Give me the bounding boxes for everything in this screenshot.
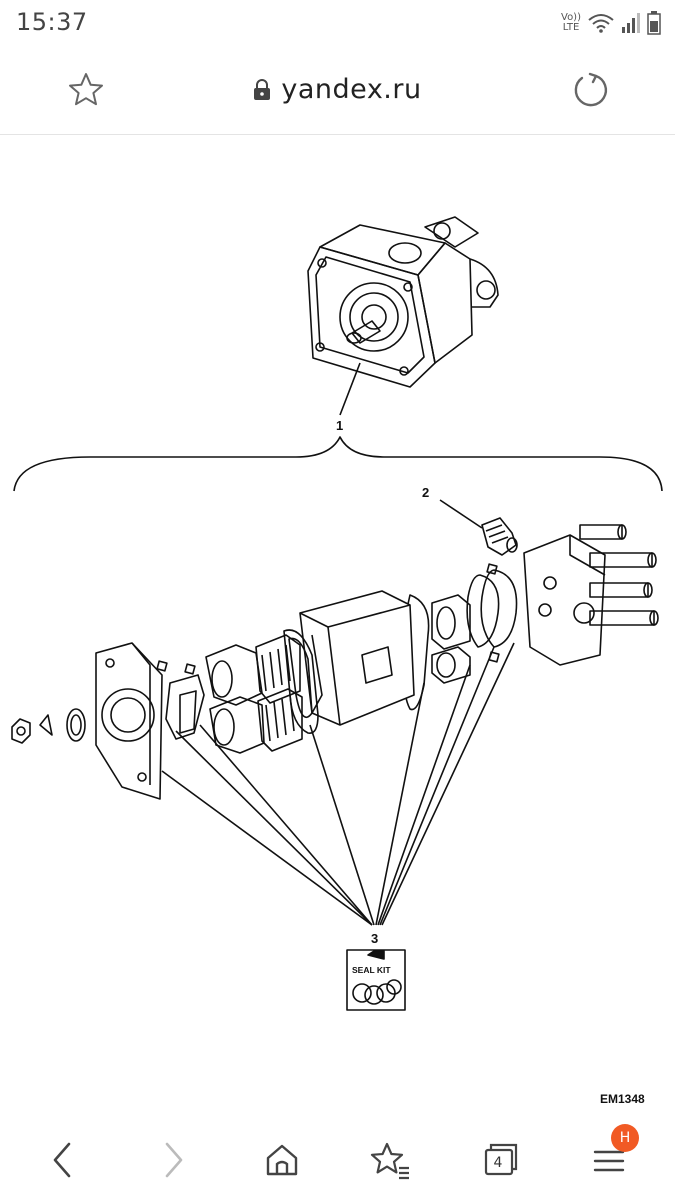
figure-id: EM1348 [600,1092,645,1106]
home-icon [266,1144,298,1176]
star-icon[interactable] [66,70,106,110]
home-button[interactable] [258,1136,306,1184]
lock-icon [254,78,271,100]
gear-set [205,634,303,754]
url-display[interactable]: yandex.ru [0,74,675,105]
url-bar: yandex.ru [0,48,675,135]
relief-valve [481,517,518,556]
back-icon [53,1142,71,1178]
back-button[interactable] [38,1136,86,1184]
favorites-button[interactable] [366,1136,414,1184]
exploded-pump-diagram: 1 2 3 SEAL KIT [11,216,663,1011]
rear-bushing-block [431,594,471,684]
status-bar: 15:37 Vo)) LTE [0,0,675,48]
status-icons: Vo)) LTE [561,8,661,38]
front-flange [95,642,163,800]
seal-kit-symbol [346,949,406,1011]
wifi-icon [588,14,614,33]
tabs-button[interactable]: 4 [476,1136,524,1184]
menu-icon [593,1150,625,1172]
url-text[interactable]: yandex.ru [281,74,422,105]
tab-count: 4 [493,1155,503,1171]
menu-button[interactable] [585,1136,633,1184]
page-content: 1 2 3 SEAL KIT EM1348 [0,135,675,1120]
assembled-pump [307,216,499,388]
rear-cover [523,524,659,666]
seal-kit-label: SEAL KIT [352,965,391,975]
forward-button[interactable] [150,1136,198,1184]
battery-icon [647,11,661,35]
callout-2: 2 [422,485,429,500]
signal-icon [622,13,640,33]
favorites-icon [370,1142,409,1180]
reload-icon[interactable] [570,70,610,110]
status-time: 15:37 [16,8,88,36]
bottom-nav-bar: 4 [0,1120,675,1200]
callout-3: 3 [371,931,378,946]
notification-badge[interactable]: H [611,1124,639,1152]
forward-icon [165,1142,183,1178]
tabs-icon [484,1143,518,1176]
callout-1: 1 [336,418,343,433]
volte-indicator: Vo)) LTE [561,12,581,33]
